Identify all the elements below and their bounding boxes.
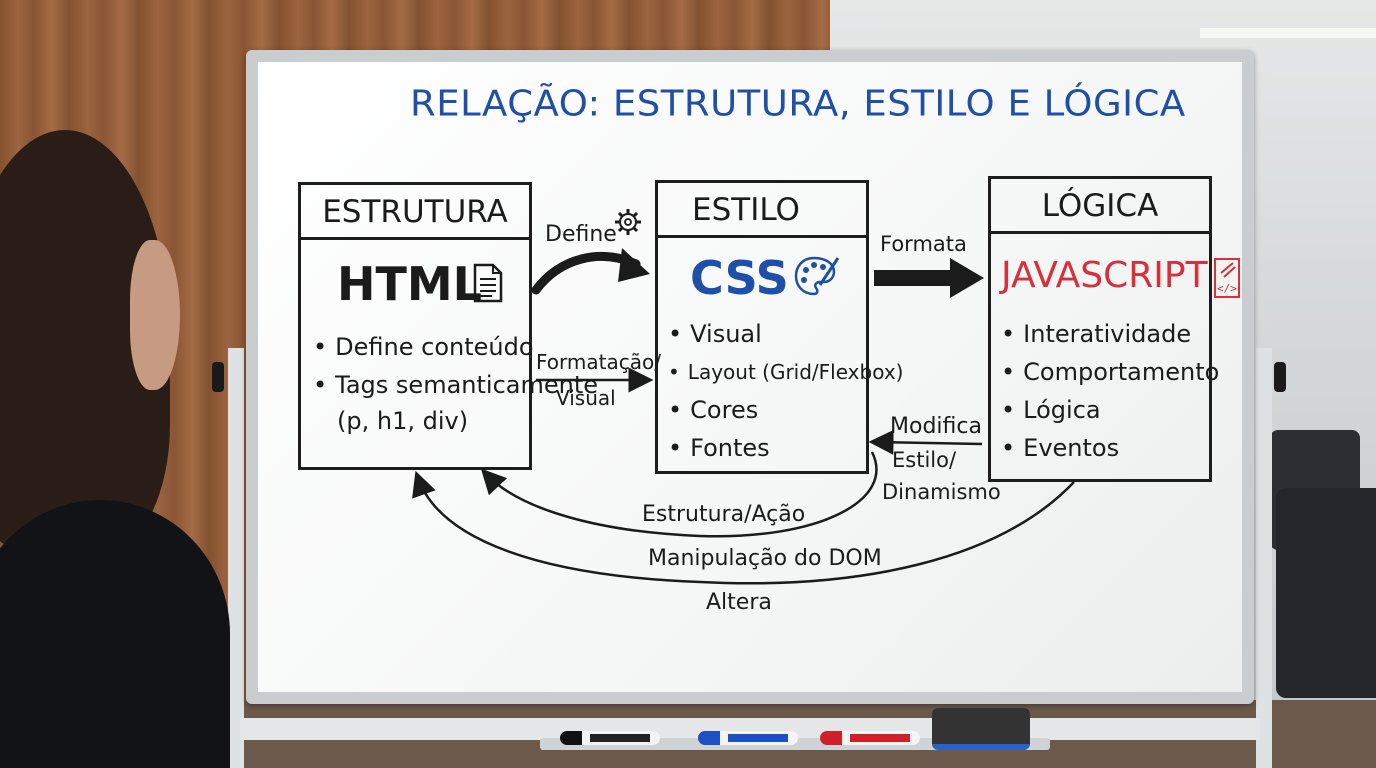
marker-red[interactable] — [820, 731, 920, 745]
label-formatacao: Formatação/ — [536, 350, 661, 374]
label-estrutura-acao: Estrutura/Ação — [642, 502, 805, 527]
label-formata: Formata — [880, 232, 967, 256]
label-altera: Altera — [706, 590, 772, 615]
label-visual: Visual — [556, 386, 616, 410]
whiteboard-eraser[interactable] — [932, 708, 1030, 750]
label-define: Define — [545, 222, 617, 247]
label-modifica: Modifica — [890, 414, 982, 439]
label-dinamismo: Dinamismo — [882, 480, 1001, 504]
person-face — [130, 240, 180, 390]
gear-icon — [615, 209, 641, 235]
arrow-modifica — [876, 442, 982, 444]
marker-blue[interactable] — [698, 731, 798, 745]
label-manipulacao-dom: Manipulação do DOM — [648, 546, 882, 571]
marker-black[interactable] — [560, 731, 660, 745]
arrow-define-head — [618, 248, 650, 282]
arrow-formata — [874, 270, 954, 286]
label-estilo: Estilo/ — [892, 448, 956, 472]
arrow-formata-head — [950, 258, 984, 298]
